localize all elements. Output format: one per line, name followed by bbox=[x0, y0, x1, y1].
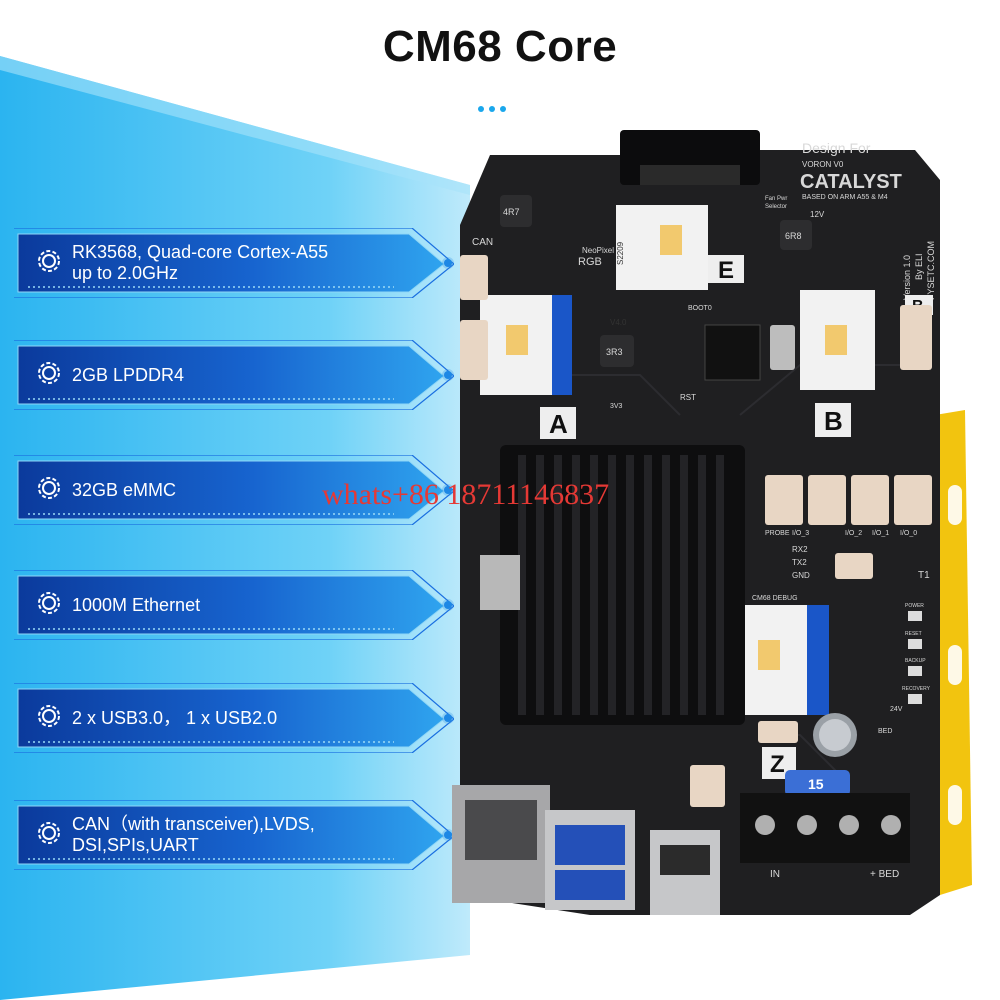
by-text: By ELI bbox=[914, 253, 924, 280]
feature-line-2: DSI,SPIs,UART bbox=[72, 835, 199, 855]
axis-z-label: Z bbox=[770, 751, 785, 778]
usb3-port bbox=[545, 810, 635, 910]
gear-icon bbox=[38, 477, 60, 499]
based-on-text: BASED ON ARM A55 & M4 bbox=[802, 194, 888, 201]
io3-label: I/O_3 bbox=[792, 530, 809, 537]
tx2-label: TX2 bbox=[792, 558, 807, 567]
12v-label: 12V bbox=[810, 210, 825, 219]
page-title: CM68 Core bbox=[382, 22, 618, 71]
io1-label: I/O_1 bbox=[872, 530, 889, 537]
side-buttons bbox=[908, 611, 922, 704]
yellow-tape bbox=[935, 410, 972, 895]
driver-e: S2209 bbox=[616, 205, 708, 290]
feature-line-1: 1000M Ethernet bbox=[72, 594, 201, 615]
neopixel-label: NeoPixel bbox=[582, 246, 614, 255]
inductor-4r7 bbox=[500, 195, 532, 227]
rgb-label: RGB bbox=[578, 256, 602, 268]
ethernet-port bbox=[452, 785, 550, 903]
heatsink bbox=[500, 445, 745, 725]
design-for-text: Design For bbox=[802, 140, 871, 156]
version-text: Version 1.0 bbox=[902, 255, 912, 300]
inductor-3r3 bbox=[600, 335, 634, 367]
svg-text:S2209: S2209 bbox=[616, 241, 625, 265]
feature-frame bbox=[14, 340, 454, 410]
driver-z bbox=[732, 605, 829, 715]
feature-frame bbox=[14, 455, 454, 525]
inductor-3r3-label: 3R3 bbox=[606, 347, 623, 357]
feature-connector-dot bbox=[444, 831, 452, 839]
feature-line-1: RK3568, Quad-core Cortex-A55 bbox=[72, 242, 329, 262]
3v3-label: 3V3 bbox=[610, 403, 623, 410]
mcu-chip bbox=[704, 324, 761, 381]
reset-label: RESET bbox=[905, 631, 922, 637]
feature-connector-dot bbox=[444, 714, 452, 722]
usb-c-port bbox=[770, 325, 795, 370]
feature-card-2: 2GB LPDDR4 bbox=[14, 340, 454, 410]
feature-card-4: 1000M Ethernet bbox=[14, 570, 454, 640]
in-terminal-label: IN bbox=[770, 869, 780, 880]
inductor-6r8 bbox=[780, 220, 812, 250]
inductor-6r8-label: 6R8 bbox=[785, 231, 802, 241]
feature-frame bbox=[14, 570, 454, 640]
feature-connector-dot bbox=[444, 371, 452, 379]
feature-line-1: 2 x USB3.0， 1 x USB2.0 bbox=[72, 707, 278, 728]
gear-icon bbox=[38, 250, 60, 272]
feature-line-1: 32GB eMMC bbox=[72, 479, 177, 500]
gear-icon bbox=[38, 362, 60, 384]
t1-label: T1 bbox=[918, 570, 930, 581]
feature-line-1: CAN（with transceiver),LVDS, bbox=[72, 814, 315, 834]
axis-a-label: A bbox=[549, 409, 568, 439]
feature-frame bbox=[14, 228, 454, 298]
feature-connector-dot bbox=[444, 486, 452, 494]
fuse-label: 15 bbox=[808, 776, 824, 792]
bed-terminal-label: + BED bbox=[870, 869, 899, 880]
gear-icon bbox=[38, 705, 60, 727]
feature-frame bbox=[14, 683, 454, 753]
feature-card-6: CAN（with transceiver),LVDS, DSI,SPIs,UAR… bbox=[14, 800, 454, 870]
feature-line-1: 2GB LPDDR4 bbox=[72, 364, 185, 385]
selector-label: Selector bbox=[765, 204, 787, 210]
io0-label: I/O_0 bbox=[900, 530, 917, 537]
feature-card-5: 2 x USB3.0， 1 x USB2.0 bbox=[14, 683, 454, 753]
feature-line-2: up to 2.0GHz bbox=[72, 263, 179, 283]
rx2-label: RX2 bbox=[792, 545, 808, 554]
catalyst-text: CATALYST bbox=[800, 171, 902, 193]
bed-label: BED bbox=[878, 728, 892, 735]
24v-label: 24V bbox=[890, 706, 903, 713]
rst-label: RST bbox=[680, 393, 696, 402]
io2-label: I/O_2 bbox=[845, 530, 862, 537]
power-terminal bbox=[740, 793, 910, 863]
gear-icon bbox=[38, 592, 60, 614]
gnd-label: GND bbox=[792, 571, 810, 580]
axis-b-label: B bbox=[824, 406, 843, 436]
debug-label: CM68 DEBUG bbox=[752, 595, 798, 602]
can-label: CAN bbox=[472, 237, 493, 248]
voron-text: VORON V0 bbox=[802, 160, 844, 169]
power-label: POWER bbox=[905, 603, 924, 609]
catalyst-board: Design For VORON V0 CATALYST BASED ON AR… bbox=[452, 130, 972, 915]
sd-card-slot bbox=[480, 555, 520, 610]
axis-e-label: E bbox=[718, 257, 734, 284]
driver-version-label: V4.0 bbox=[610, 318, 627, 327]
feature-frame bbox=[14, 800, 454, 870]
gear-icon bbox=[38, 822, 60, 844]
title-dots bbox=[478, 99, 518, 112]
site-text: FYSETC.COM bbox=[926, 241, 936, 300]
feature-connector-dot bbox=[444, 259, 452, 267]
io-connectors bbox=[460, 255, 932, 807]
driver-b bbox=[800, 290, 875, 390]
fan-pwr-label: Fan Pwr bbox=[765, 196, 787, 202]
watermark-text: whats+86 18711146837 bbox=[322, 478, 610, 511]
backup-label: BACKUP bbox=[905, 658, 926, 664]
boot0-label: BOOT0 bbox=[688, 305, 712, 312]
fuse bbox=[785, 770, 850, 796]
feature-card-3: 32GB eMMC bbox=[14, 455, 454, 525]
driver-a bbox=[480, 295, 572, 395]
usb2-port bbox=[650, 830, 720, 915]
recovery-label: RECOVERY bbox=[902, 686, 931, 692]
inductor-4r7-label: 4R7 bbox=[503, 207, 520, 217]
probe-label: PROBE bbox=[765, 530, 790, 537]
feature-connector-dot bbox=[444, 601, 452, 609]
feature-card-1: RK3568, Quad-core Cortex-A55 up to 2.0GH… bbox=[14, 228, 454, 298]
